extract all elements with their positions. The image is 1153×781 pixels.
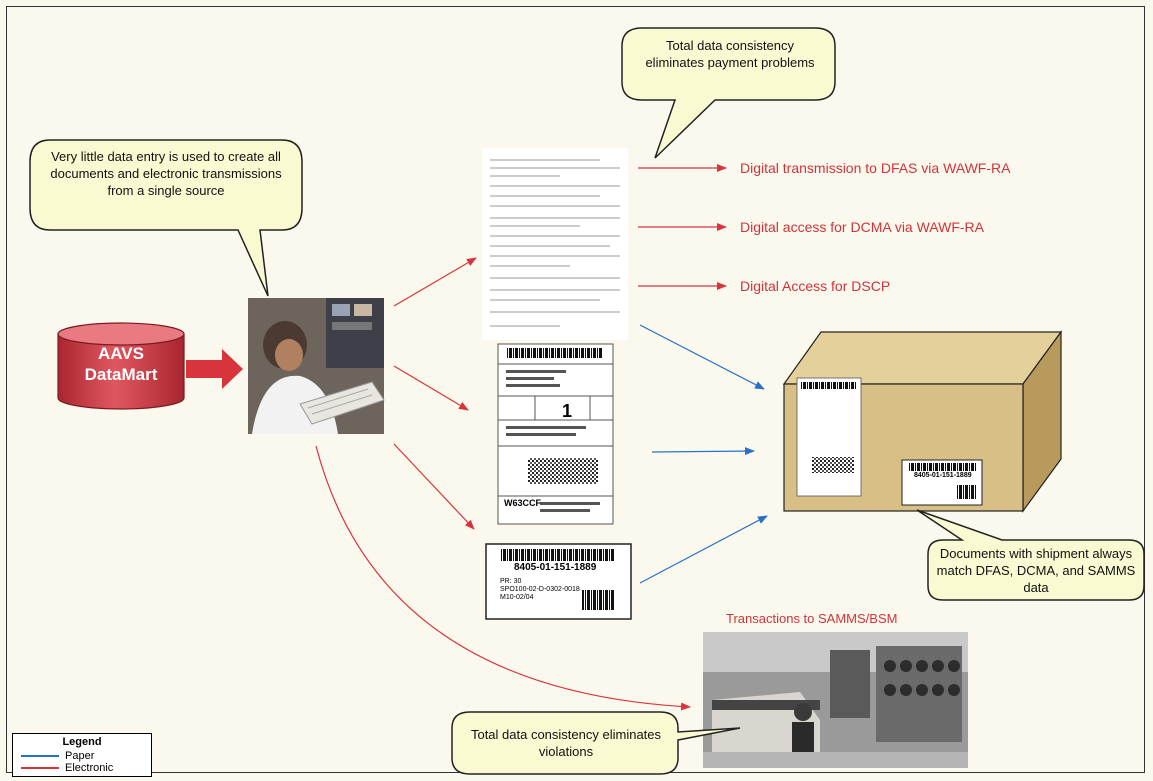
shipping-label-bottom-code: W63CCF xyxy=(504,498,542,508)
box-label-nsn: 8405-01-151-1889 xyxy=(914,472,972,479)
documents-match-callout-text: Documents with shipment always match DFA… xyxy=(936,546,1136,595)
legend-paper-label: Paper xyxy=(65,750,95,762)
legend-title: Legend xyxy=(62,736,102,748)
legend-electronic-row: Electronic xyxy=(21,762,113,774)
operator-photo xyxy=(248,298,385,434)
legend-paper-row: Paper xyxy=(21,750,94,762)
barcode-label-details: PR: 30 SPO100-02-D-0302-0018 M10-02/04 xyxy=(500,578,580,601)
data-entry-callout xyxy=(29,139,303,297)
invoice-document xyxy=(482,148,628,340)
barcode-label xyxy=(485,543,632,620)
datamart-drum xyxy=(57,322,185,410)
datamart-to-operator-arrow xyxy=(186,349,243,389)
legend-electronic-label: Electronic xyxy=(65,762,114,774)
payment-callout-text: Total data consistency eliminates paymen… xyxy=(645,38,815,70)
violations-callout-text: Total data consistency eliminates violat… xyxy=(470,727,662,759)
barcode-label-nsn: 8405-01-151-1889 xyxy=(514,562,597,573)
transactions-label: Transactions to SAMMS/BSM xyxy=(726,611,898,626)
payment-callout xyxy=(621,27,836,159)
shipping-label xyxy=(497,343,614,525)
output-dcma-label: Digital access for DCMA via WAWF-RA xyxy=(740,219,984,235)
violations-callout xyxy=(451,711,741,775)
output-dscp-label: Digital Access for DSCP xyxy=(740,278,891,294)
documents-match-callout xyxy=(916,509,1145,601)
legend-blue-swatch xyxy=(21,755,59,758)
legend: Legend Paper Electronic xyxy=(12,733,152,777)
output-dfas-label: Digital transmission to DFAS via WAWF-RA xyxy=(740,160,1011,176)
datamart-label: AAVS DataMart xyxy=(84,344,158,384)
shipment-box xyxy=(782,330,1063,513)
shipping-label-qty: 1 xyxy=(562,401,573,421)
data-entry-callout-text: Very little data entry is used to create… xyxy=(50,149,282,198)
computer-room-photo xyxy=(703,632,968,768)
legend-red-swatch xyxy=(21,767,59,770)
